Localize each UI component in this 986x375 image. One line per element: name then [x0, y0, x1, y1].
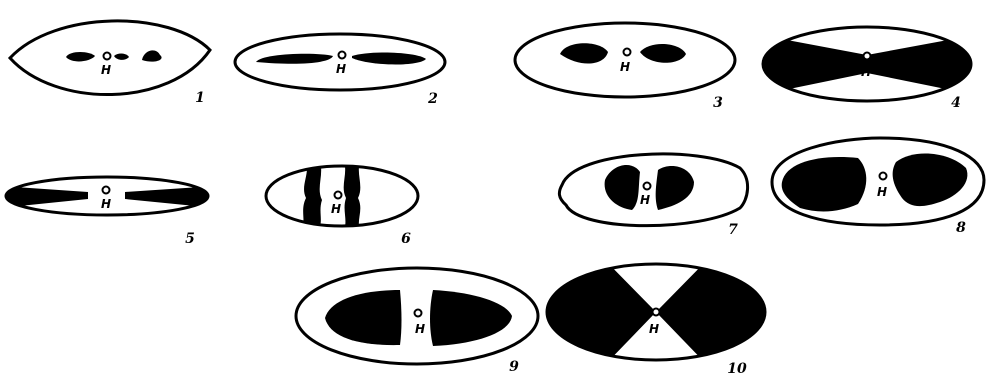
nucleus: [335, 192, 342, 199]
cell-outline: [559, 154, 747, 226]
nucleus-label: Н: [640, 193, 650, 207]
nucleus: [644, 183, 651, 190]
figure-number: 10: [727, 361, 747, 375]
figure-10: Н 10: [540, 255, 770, 375]
nucleus-label: Н: [336, 62, 346, 76]
nucleus-label: Н: [861, 65, 871, 79]
figure-number: 1: [195, 90, 205, 106]
figure-number: 2: [427, 91, 438, 107]
figure-number: 4: [951, 95, 961, 111]
figure-number: 3: [713, 95, 723, 111]
figure-3: Н 3: [515, 23, 735, 111]
figure-number: 6: [401, 231, 411, 247]
nucleus-label: Н: [101, 63, 111, 77]
nucleus-label: Н: [415, 322, 425, 336]
nucleus-label: Н: [877, 185, 887, 199]
figure-number: 9: [509, 359, 519, 375]
nucleus: [653, 309, 660, 316]
nucleus: [339, 52, 346, 59]
figure-4: Н 4: [760, 27, 975, 111]
nucleus-label: Н: [649, 322, 659, 336]
nucleus: [864, 53, 871, 60]
figure-number: 5: [185, 231, 195, 247]
figure-9: Н 9: [296, 268, 538, 375]
nucleus: [624, 49, 631, 56]
nucleus-label: Н: [331, 202, 341, 216]
nucleus: [880, 173, 887, 180]
figure-6: Н 6: [266, 162, 418, 247]
figure-1: Н 1: [10, 21, 210, 106]
nucleus-label: Н: [620, 60, 630, 74]
chromatophore: [344, 162, 361, 230]
figure-7: Н 7: [559, 154, 747, 238]
figure-number: 7: [728, 222, 738, 238]
nucleus: [103, 187, 110, 194]
figure-5: Н 5: [0, 177, 215, 247]
figure-2: Н 2: [235, 34, 445, 107]
figure-number: 8: [956, 220, 966, 236]
nucleus-label: Н: [101, 197, 111, 211]
figure-8: Н 8: [772, 138, 984, 236]
nucleus: [415, 310, 422, 317]
nucleus: [104, 53, 111, 60]
